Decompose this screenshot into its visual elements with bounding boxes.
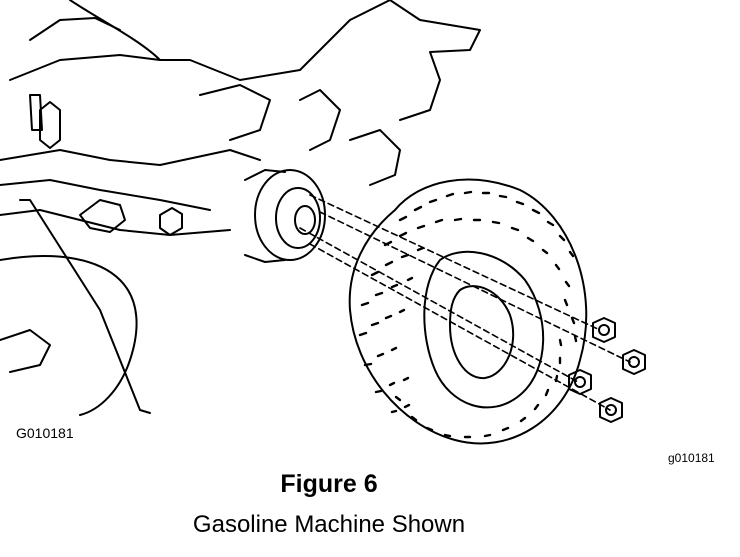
lug-nut (599, 397, 623, 423)
figure-caption: Gasoline Machine Shown (192, 511, 466, 538)
wheel-hub (244, 169, 326, 263)
wheel-removal-illustration (0, 0, 646, 445)
lug-nut (592, 317, 616, 343)
lug-nut (568, 369, 592, 395)
lug-nuts (568, 317, 646, 423)
lug-nut (622, 349, 646, 375)
machine-chassis (0, 0, 481, 416)
tire (348, 178, 588, 445)
figure-title: Figure 6 (280, 470, 378, 498)
tire-tread (358, 190, 578, 439)
figure-reference-right: g010181 (668, 451, 715, 465)
figure-reference-left: G010181 (16, 425, 74, 441)
